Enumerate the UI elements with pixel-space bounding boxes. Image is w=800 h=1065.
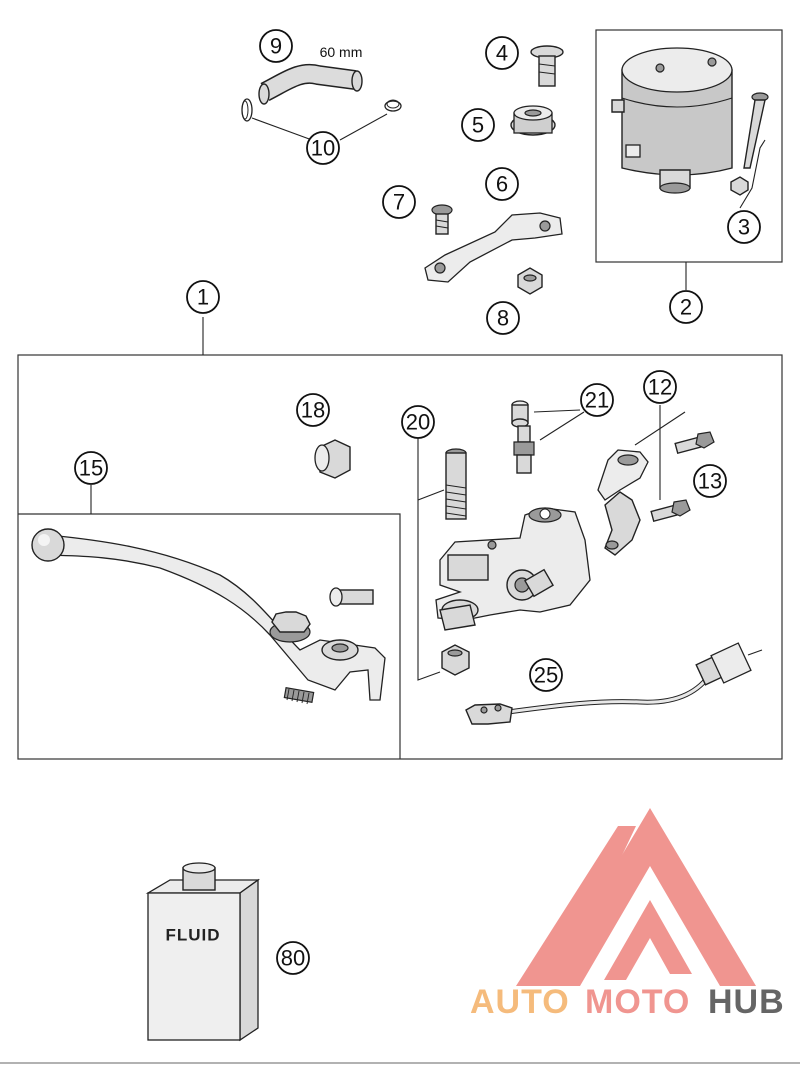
svg-text:7: 7 — [393, 190, 405, 215]
callout-3: 3 — [727, 210, 761, 244]
callout-25: 25 — [529, 658, 563, 692]
svg-text:9: 9 — [270, 34, 282, 59]
svg-text:80: 80 — [281, 946, 305, 971]
reservoir-group-frame — [595, 29, 783, 263]
callout-6: 6 — [485, 167, 519, 201]
hose-part — [258, 63, 363, 105]
callout-18: 18 — [296, 393, 330, 427]
svg-text:10: 10 — [311, 136, 335, 161]
reservoir-bracket-part — [424, 212, 563, 283]
callout-2: 2 — [669, 290, 703, 324]
svg-text:5: 5 — [472, 113, 484, 138]
clamp-bolt-upper-part — [674, 431, 715, 455]
brake-lever-part — [31, 528, 386, 701]
hose-clamp-right — [384, 99, 402, 112]
svg-text:15: 15 — [79, 456, 103, 481]
svg-text:20: 20 — [406, 410, 430, 435]
logo-triangle-mark — [516, 808, 756, 986]
handlebar-clamp-part — [597, 449, 649, 556]
callout-10: 10 — [306, 131, 340, 165]
logo-text-moto: MOTO — [585, 983, 690, 1021]
rubber-grommet-part — [510, 105, 556, 136]
svg-text:6: 6 — [496, 172, 508, 197]
reservoir-long-screw-part — [730, 92, 769, 196]
callout-15: 15 — [74, 451, 108, 485]
svg-text:25: 25 — [534, 663, 558, 688]
callout-13: 13 — [693, 464, 727, 498]
logo-text-auto: AUTO — [470, 983, 570, 1021]
bleeder-valve-part — [513, 425, 535, 474]
svg-text:8: 8 — [497, 306, 509, 331]
callout-12: 12 — [643, 370, 677, 404]
lever-subgroup-frame — [18, 513, 401, 759]
callout-21: 21 — [580, 383, 614, 417]
callout-20: 20 — [401, 405, 435, 439]
svg-text:21: 21 — [585, 388, 609, 413]
svg-text:2: 2 — [680, 295, 692, 320]
pivot-nut-part — [441, 644, 470, 676]
svg-text:12: 12 — [648, 375, 672, 400]
lever-plug-part — [314, 439, 351, 479]
automotohub-logo: AUTO MOTO HUB — [470, 808, 785, 1021]
clamp-bolt-lower-part — [650, 499, 691, 523]
callout-80: 80 — [276, 941, 310, 975]
brake-light-switch-part — [465, 642, 763, 725]
bracket-nut-part — [517, 267, 543, 295]
callout-8: 8 — [486, 301, 520, 335]
bleeder-cap-part — [511, 400, 529, 428]
callout-5: 5 — [461, 108, 495, 142]
brake-fluid-bottle-part: FLUID — [145, 862, 261, 1042]
bracket-bolt-part — [431, 204, 453, 235]
callout-1: 1 — [186, 280, 220, 314]
logo-text-hub: HUB — [708, 983, 785, 1021]
reservoir-screw-part — [530, 45, 564, 87]
svg-text:13: 13 — [698, 469, 722, 494]
callout-7: 7 — [382, 185, 416, 219]
pivot-bolt-part — [445, 448, 467, 520]
master-cylinder-body-part — [435, 507, 591, 631]
callout-4: 4 — [485, 36, 519, 70]
hose-length-label: 60 mm — [320, 44, 363, 60]
callout-9: 9 — [259, 29, 293, 63]
fluid-bottle-label: FLUID — [165, 926, 220, 945]
svg-text:4: 4 — [496, 41, 508, 66]
svg-text:1: 1 — [197, 285, 209, 310]
svg-text:18: 18 — [301, 398, 325, 423]
lever-spring-part — [283, 686, 315, 705]
brake-fluid-reservoir-part — [611, 47, 733, 194]
svg-text:3: 3 — [738, 215, 750, 240]
hose-clamp-left — [241, 98, 253, 122]
